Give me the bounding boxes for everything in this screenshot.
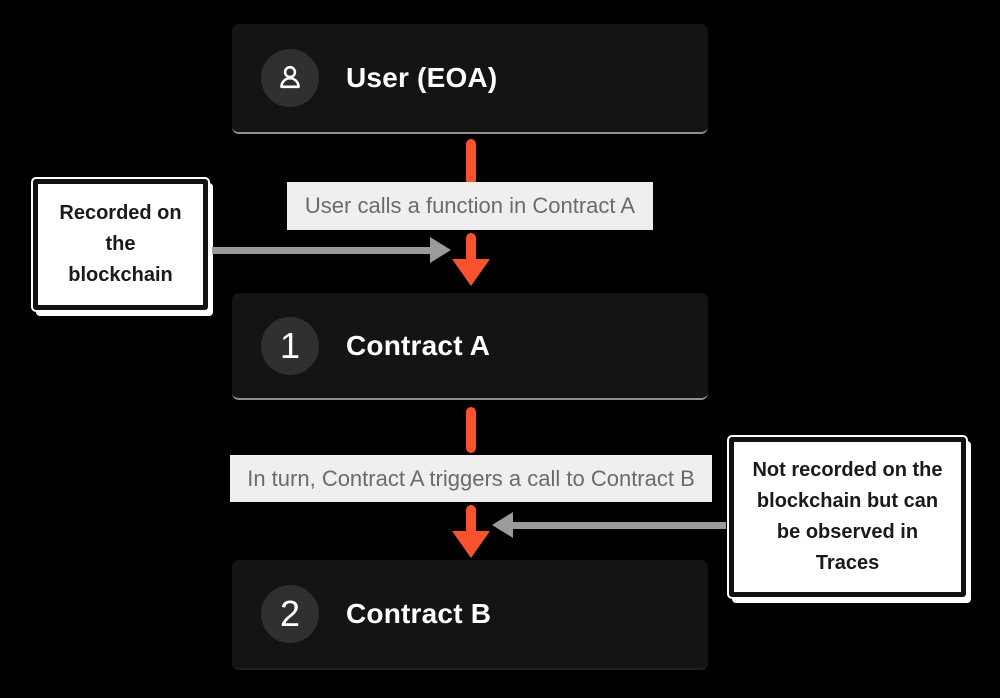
arrow-down-stem (466, 505, 476, 535)
arrow-down-stem (466, 233, 476, 263)
callout-text: Not recorded on the blockchain but can b… (752, 459, 943, 574)
gray-arrow-right-head-icon (430, 237, 451, 263)
node-contract-b: 2 Contract B (232, 560, 708, 670)
node-user-eoa: User (EOA) (232, 24, 708, 134)
gray-arrow-left-head-icon (492, 512, 513, 538)
edge-label-contract-a-triggers: In turn, Contract A triggers a call to C… (230, 455, 712, 502)
callout-not-recorded-traces: Not recorded on the blockchain but can b… (729, 437, 966, 597)
gray-arrow-stem (512, 522, 726, 529)
step-badge-1: 1 (261, 316, 319, 375)
user-avatar-badge (261, 49, 319, 107)
edge-label-text: In turn, Contract A triggers a call to C… (247, 465, 695, 491)
arrow-down-head-icon (452, 259, 490, 286)
node-contract-a: 1 Contract A (232, 293, 708, 400)
badge-number: 1 (279, 324, 301, 366)
edge-label-user-calls: User calls a function in Contract A (287, 182, 653, 230)
callout-text: Recorded on the blockchain (59, 202, 182, 286)
gray-arrow-stem (212, 247, 431, 254)
arrow-down-stem (466, 139, 476, 185)
edge-label-text: User calls a function in Contract A (304, 193, 636, 218)
node-title: User (EOA) (346, 62, 498, 93)
node-title: Contract A (346, 329, 491, 361)
callout-recorded-on-chain: Recorded on the blockchain (33, 179, 208, 310)
arrow-down-head-icon (452, 531, 490, 558)
step-badge-2: 2 (261, 585, 319, 643)
arrow-down-stem (466, 407, 476, 453)
node-title: Contract B (346, 598, 492, 629)
user-icon (280, 65, 300, 89)
badge-number: 2 (279, 593, 301, 634)
